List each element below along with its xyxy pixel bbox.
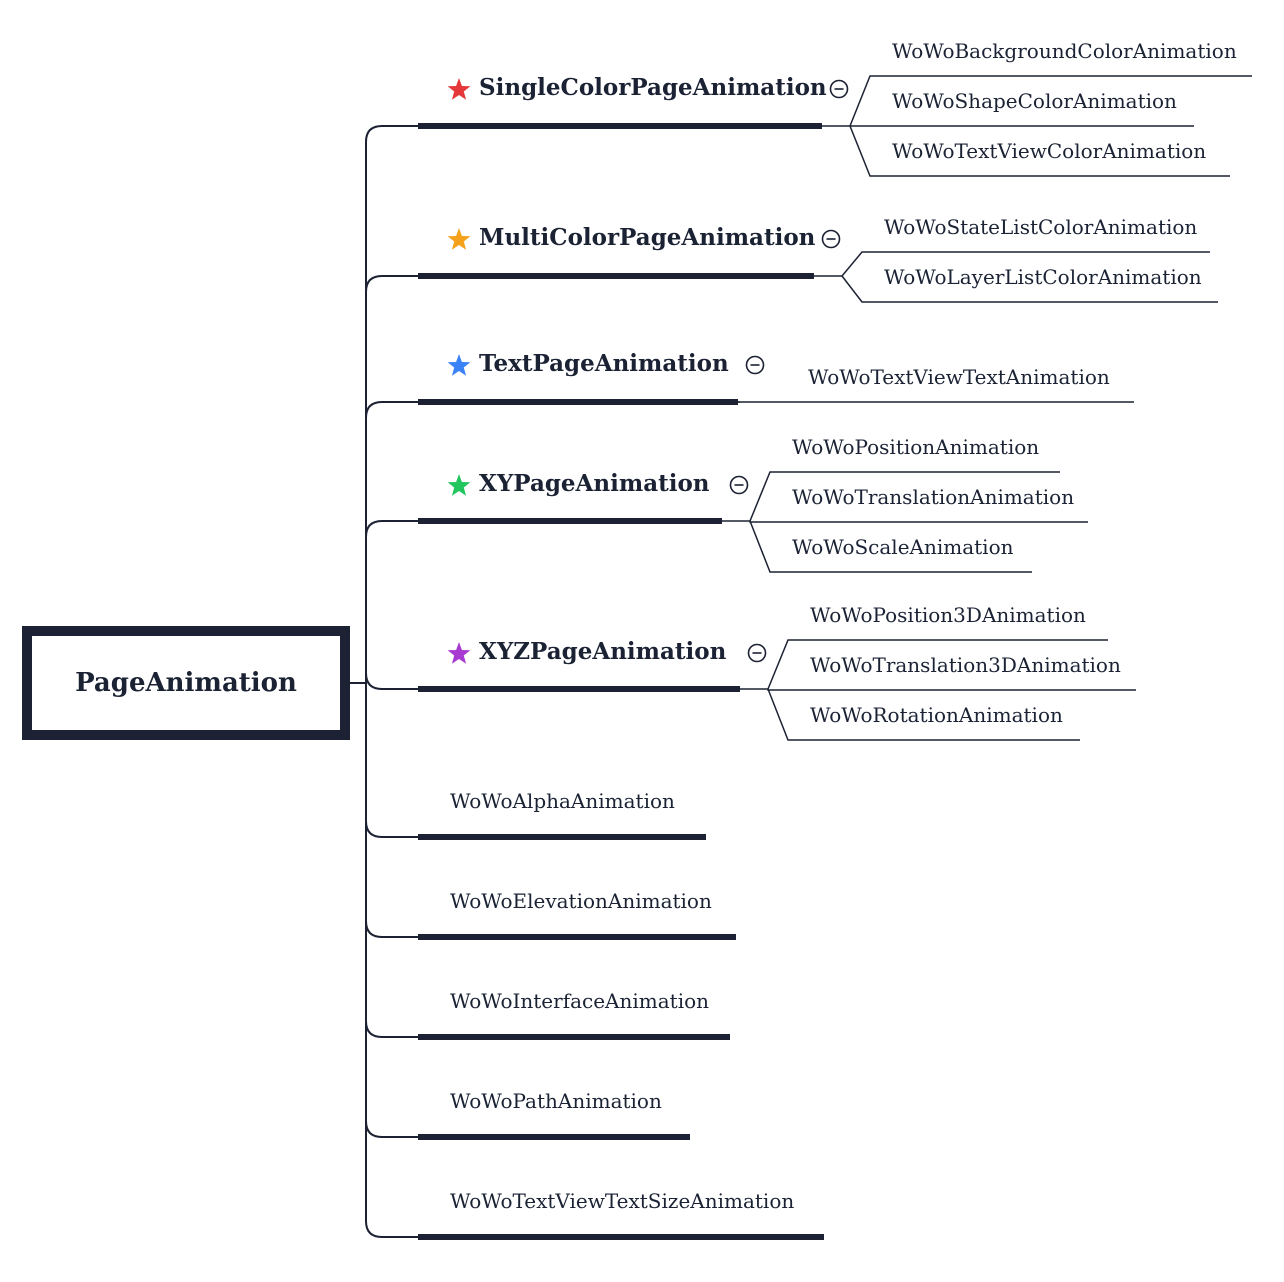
star-icon (447, 354, 471, 376)
topic-xyzpageanimation[interactable]: XYZPageAnimation (479, 638, 727, 665)
leaf-underline-wowotranslation3danimation (767, 689, 1136, 691)
leaf-wowotranslationanimation[interactable]: WoWoTranslationAnimation (792, 485, 1075, 509)
leaf-woworotationanimation[interactable]: WoWoRotationAnimation (810, 703, 1063, 727)
branch-connector-wowotextviewtextsizeanimation (365, 1220, 418, 1238)
star-icon (447, 78, 471, 100)
collapse-icon[interactable] (747, 643, 767, 663)
star-icon (447, 474, 471, 496)
leaf-wowostatelistcoloranimation[interactable]: WoWoStateListColorAnimation (884, 215, 1198, 239)
topic-wowoalphaanimation[interactable]: WoWoAlphaAnimation (450, 789, 675, 813)
branch-connector-wowointerfaceanimation (365, 1020, 418, 1038)
topic-textpageanimation[interactable]: TextPageAnimation (479, 350, 729, 377)
branch-connector-xypageanimation (365, 520, 418, 538)
branch-connector-singlecolorpageanimation (365, 125, 418, 143)
leaf-wowobackgroundcoloranimation[interactable]: WoWoBackgroundColorAnimation (892, 39, 1237, 63)
collapse-icon[interactable] (821, 229, 841, 249)
leaf-underline-wowoposition3danimation (767, 639, 1108, 690)
leaf-wowotextviewcoloranimation[interactable]: WoWoTextViewColorAnimation (892, 139, 1207, 163)
root-label: PageAnimation (75, 668, 297, 698)
topic-wowotextviewtextsizeanimation[interactable]: WoWoTextViewTextSizeAnimation (450, 1189, 795, 1213)
leaf-underline-wowolayerlistcoloranimation (841, 275, 1218, 303)
topic-xypageanimation[interactable]: XYPageAnimation (479, 470, 710, 497)
branch-connector-wowopathanimation (365, 1120, 418, 1138)
leaf-underline-wowotranslationanimation (749, 521, 1088, 523)
topic-multicolorpageanimation[interactable]: MultiColorPageAnimation (479, 224, 816, 251)
leaf-wowotextviewtextanimation[interactable]: WoWoTextViewTextAnimation (808, 365, 1110, 389)
root-node[interactable]: PageAnimation (22, 626, 350, 740)
leaf-underline-wowoscaleanimation (749, 520, 1032, 573)
star-icon (447, 642, 471, 664)
leaf-wowolayerlistcoloranimation[interactable]: WoWoLayerListColorAnimation (884, 265, 1202, 289)
topic-singlecolorpageanimation[interactable]: SingleColorPageAnimation (479, 74, 827, 101)
leaf-underline-wowostatelistcoloranimation (841, 251, 1210, 277)
collapse-icon[interactable] (829, 79, 849, 99)
leaf-underline-wowopositionanimation (749, 471, 1060, 522)
leaf-underline-wowotextviewcoloranimation (849, 125, 1230, 177)
topic-wowointerfaceanimation[interactable]: WoWoInterfaceAnimation (450, 989, 710, 1013)
topic-wowopathanimation[interactable]: WoWoPathAnimation (450, 1089, 662, 1113)
leaf-underline-woworotationanimation (767, 688, 1080, 741)
topic-wowoelevationanimation[interactable]: WoWoElevationAnimation (450, 889, 712, 913)
branch-connector-wowoalphaanimation (365, 820, 418, 838)
branch-connector-xyzpageanimation (365, 672, 418, 690)
leaf-wowopositionanimation[interactable]: WoWoPositionAnimation (792, 435, 1040, 459)
leaf-wowoshapecoloranimation[interactable]: WoWoShapeColorAnimation (892, 89, 1177, 113)
branch-connector-wowoelevationanimation (365, 920, 418, 938)
star-icon (447, 228, 471, 250)
collapse-icon[interactable] (729, 475, 749, 495)
branch-connector-multicolorpageanimation (365, 275, 418, 293)
leaf-wowotranslation3danimation[interactable]: WoWoTranslation3DAnimation (810, 653, 1121, 677)
leaf-wowoscaleanimation[interactable]: WoWoScaleAnimation (792, 535, 1014, 559)
branch-connector-textpageanimation (365, 401, 418, 419)
leaf-wowoposition3danimation[interactable]: WoWoPosition3DAnimation (810, 603, 1086, 627)
collapse-icon[interactable] (745, 355, 765, 375)
leaf-underline-wowobackgroundcoloranimation (849, 75, 1252, 127)
